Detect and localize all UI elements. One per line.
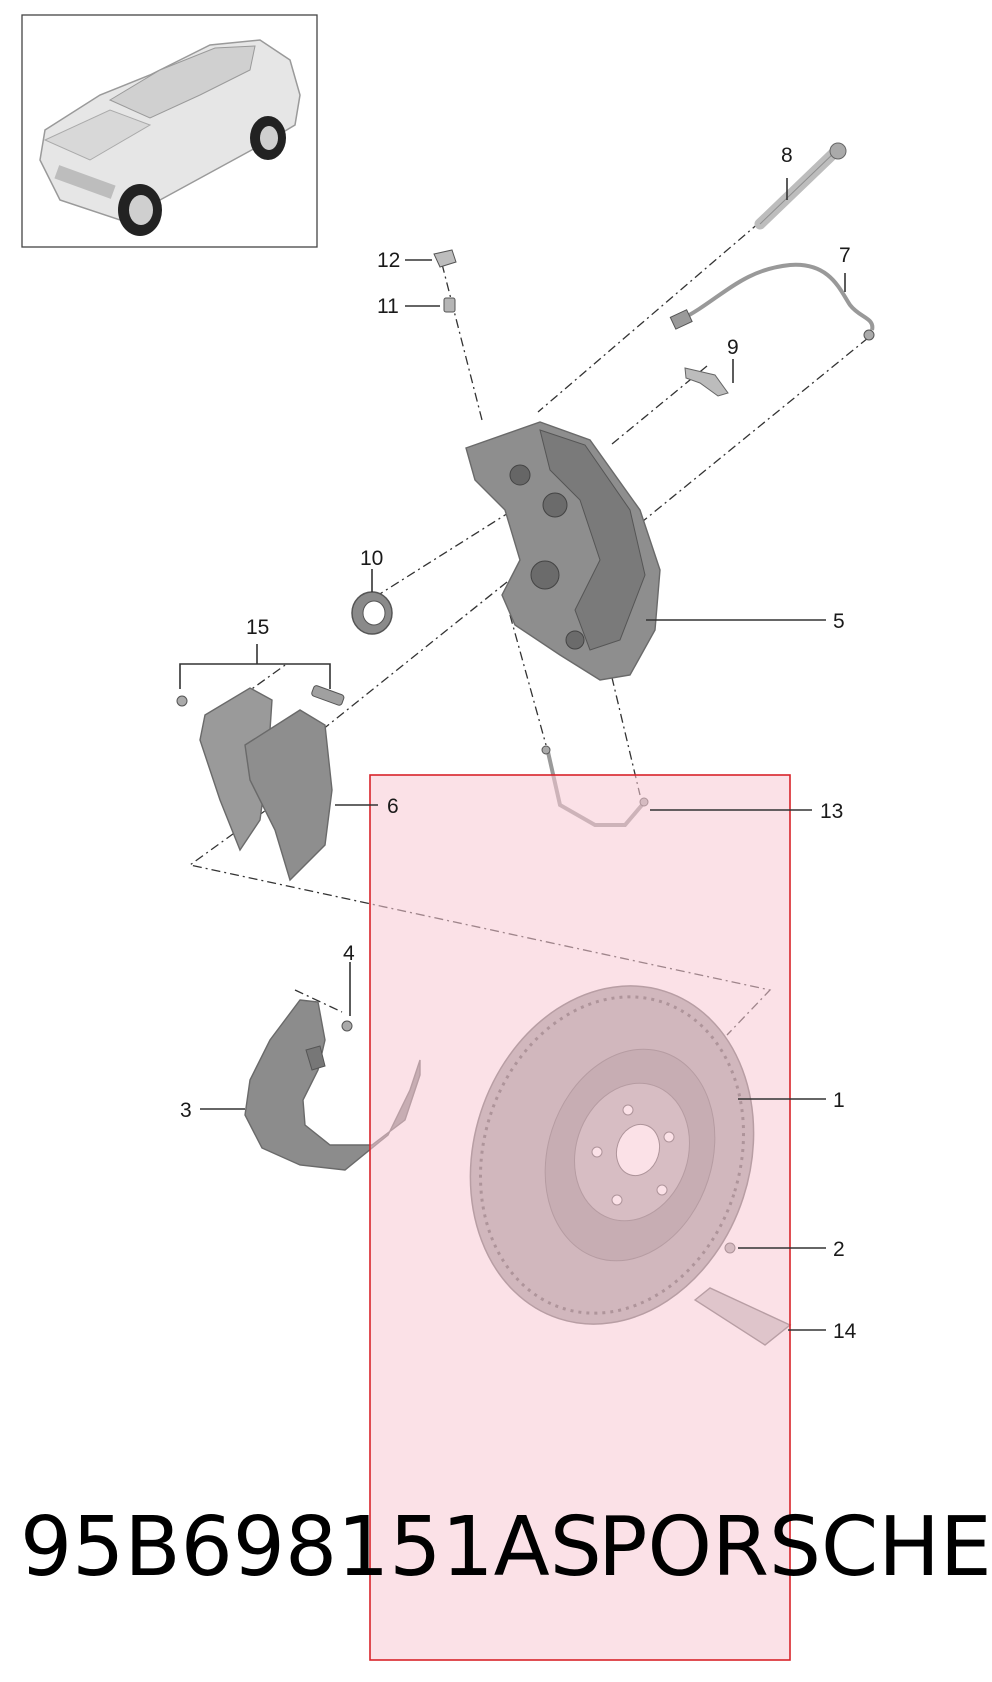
callout-labels: 1 2 3 4 5 6 7 8 9 10 11 12 13 14 15 [180,144,857,1343]
callout-7: 7 [839,244,851,267]
clip-part-9 [684,367,729,397]
brake-pads-part-6 [199,687,333,882]
bleeder-screw-part-11 [443,297,456,313]
suv-icon [39,39,301,236]
callout-1: 1 [833,1089,845,1112]
callout-10: 10 [360,547,383,570]
callout-15: 15 [246,616,269,639]
leader-lines [179,178,846,1331]
highlight-box [369,774,791,1661]
vehicle-thumbnail [21,14,318,248]
bolt-part-8 [754,142,847,230]
footer: 95B698151AS PORSCHE [20,1500,992,1595]
brand-name: PORSCHE [598,1500,992,1595]
screw-part-4 [341,1020,353,1032]
callout-8: 8 [781,144,793,167]
pad-fastener-part-15 [176,685,345,707]
callout-3: 3 [180,1099,192,1122]
callout-13: 13 [820,800,843,823]
splash-shield-part-3 [244,999,421,1171]
seal-ring-part-10 [351,591,393,635]
callout-2: 2 [833,1238,845,1261]
callout-5: 5 [833,610,845,633]
bleeder-cap-part-12 [433,249,457,268]
callout-6: 6 [387,795,399,818]
callout-14: 14 [833,1320,857,1343]
callout-4: 4 [343,942,355,965]
brake-caliper-part-5 [465,421,661,681]
callout-12: 12 [377,249,400,272]
callout-11: 11 [377,295,399,318]
wear-sensor-part-7 [669,262,875,341]
part-number: 95B698151AS [20,1500,602,1595]
callout-9: 9 [727,336,739,359]
